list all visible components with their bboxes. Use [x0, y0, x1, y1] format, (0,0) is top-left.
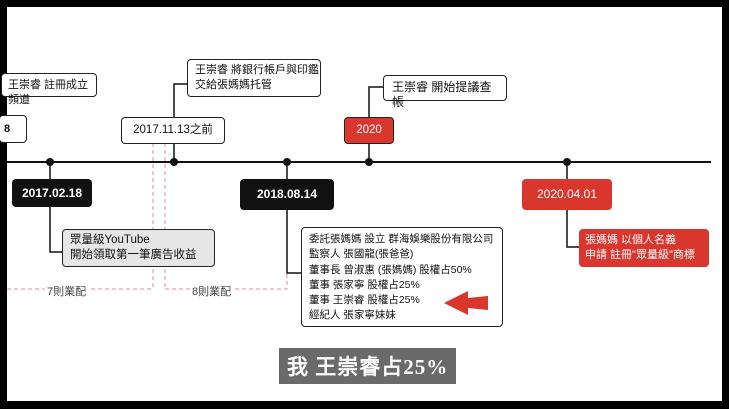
note-audit-text: 王崇睿 開始提議查帳 [392, 80, 492, 109]
note-trademark-line-1: 張媽媽 以個人名義 [585, 234, 677, 246]
note-bank-account-line-1: 王崇睿 將銀行帳戶與印鑑 [195, 64, 320, 76]
date-2020-04-01: 2020.04.01 [522, 179, 612, 210]
partial-date-box: 8 [0, 115, 27, 143]
timeline-frame: 王崇睿 註冊成立頻道 8 王崇睿 將銀行帳戶與印鑑 交給張媽媽托管 2017.1… [0, 7, 722, 401]
note-youtube-line-2: 開始領取第一筆廣告收益 [70, 249, 197, 261]
note-shareholding: 委託張媽媽 設立 群海娛樂股份有限公司 監察人 張國龍(張爸爸) 董事長 曾淑惠… [301, 227, 503, 327]
note-youtube-revenue: 眾量級YouTube 開始領取第一筆廣告收益 [62, 229, 215, 267]
shareholding-line-3: 董事長 曾淑惠 (張媽媽) 股權占50% [309, 263, 472, 276]
partial-date-text: 8 [4, 123, 11, 135]
date-2020-04-01-text: 2020.04.01 [536, 187, 598, 201]
shareholding-line-5: 董事 王崇睿 股權占25% [309, 294, 420, 307]
note-audit: 王崇睿 開始提議查帳 [383, 75, 507, 109]
red-pointer-arrow-icon [444, 291, 488, 315]
video-subtitle: 我 王崇睿占25% [279, 348, 457, 384]
note-trademark: 張媽媽 以個人名義 申請 註冊"眾量級"商標 [579, 229, 709, 267]
shareholding-line-4: 董事 張家寧 股權占25% [309, 278, 420, 291]
shareholding-line-1: 委託張媽媽 設立 群海娛樂股份有限公司 [309, 233, 494, 245]
date-2018-08-14: 2018.08.14 [240, 179, 334, 210]
note-bank-account-line-2: 交給張媽媽托管 [195, 79, 272, 91]
date-2018-08-14-text: 2018.08.14 [256, 187, 318, 201]
note-channel-founded-text: 王崇睿 註冊成立頻道 [8, 79, 89, 106]
date-2017-11-13-text: 2017.11.13之前 [133, 124, 213, 136]
note-youtube-line-1: 眾量級YouTube [70, 234, 150, 246]
date-2017-11-13: 2017.11.13之前 [121, 117, 225, 144]
note-trademark-line-2: 申請 註冊"眾量級"商標 [585, 249, 695, 261]
date-2020-text: 2020 [356, 124, 382, 136]
timeline-dots [46, 158, 571, 166]
date-2017-02-18-text: 2017.02.18 [21, 186, 83, 200]
shareholding-line-6: 經紀人 張家寧妹妹 [309, 309, 396, 322]
shareholding-line-2: 監察人 張國龍(張爸爸) [309, 248, 414, 261]
note-channel-founded: 王崇睿 註冊成立頻道 [1, 73, 97, 106]
date-2020: 2020 [344, 117, 394, 144]
date-2017-02-18: 2017.02.18 [12, 179, 92, 207]
label-7-sponsorships: 7則業配 [45, 283, 89, 299]
timeline-lines [7, 83, 711, 290]
label-8-sponsorships: 8則業配 [190, 283, 234, 299]
note-bank-account: 王崇睿 將銀行帳戶與印鑑 交給張媽媽托管 [187, 59, 321, 97]
